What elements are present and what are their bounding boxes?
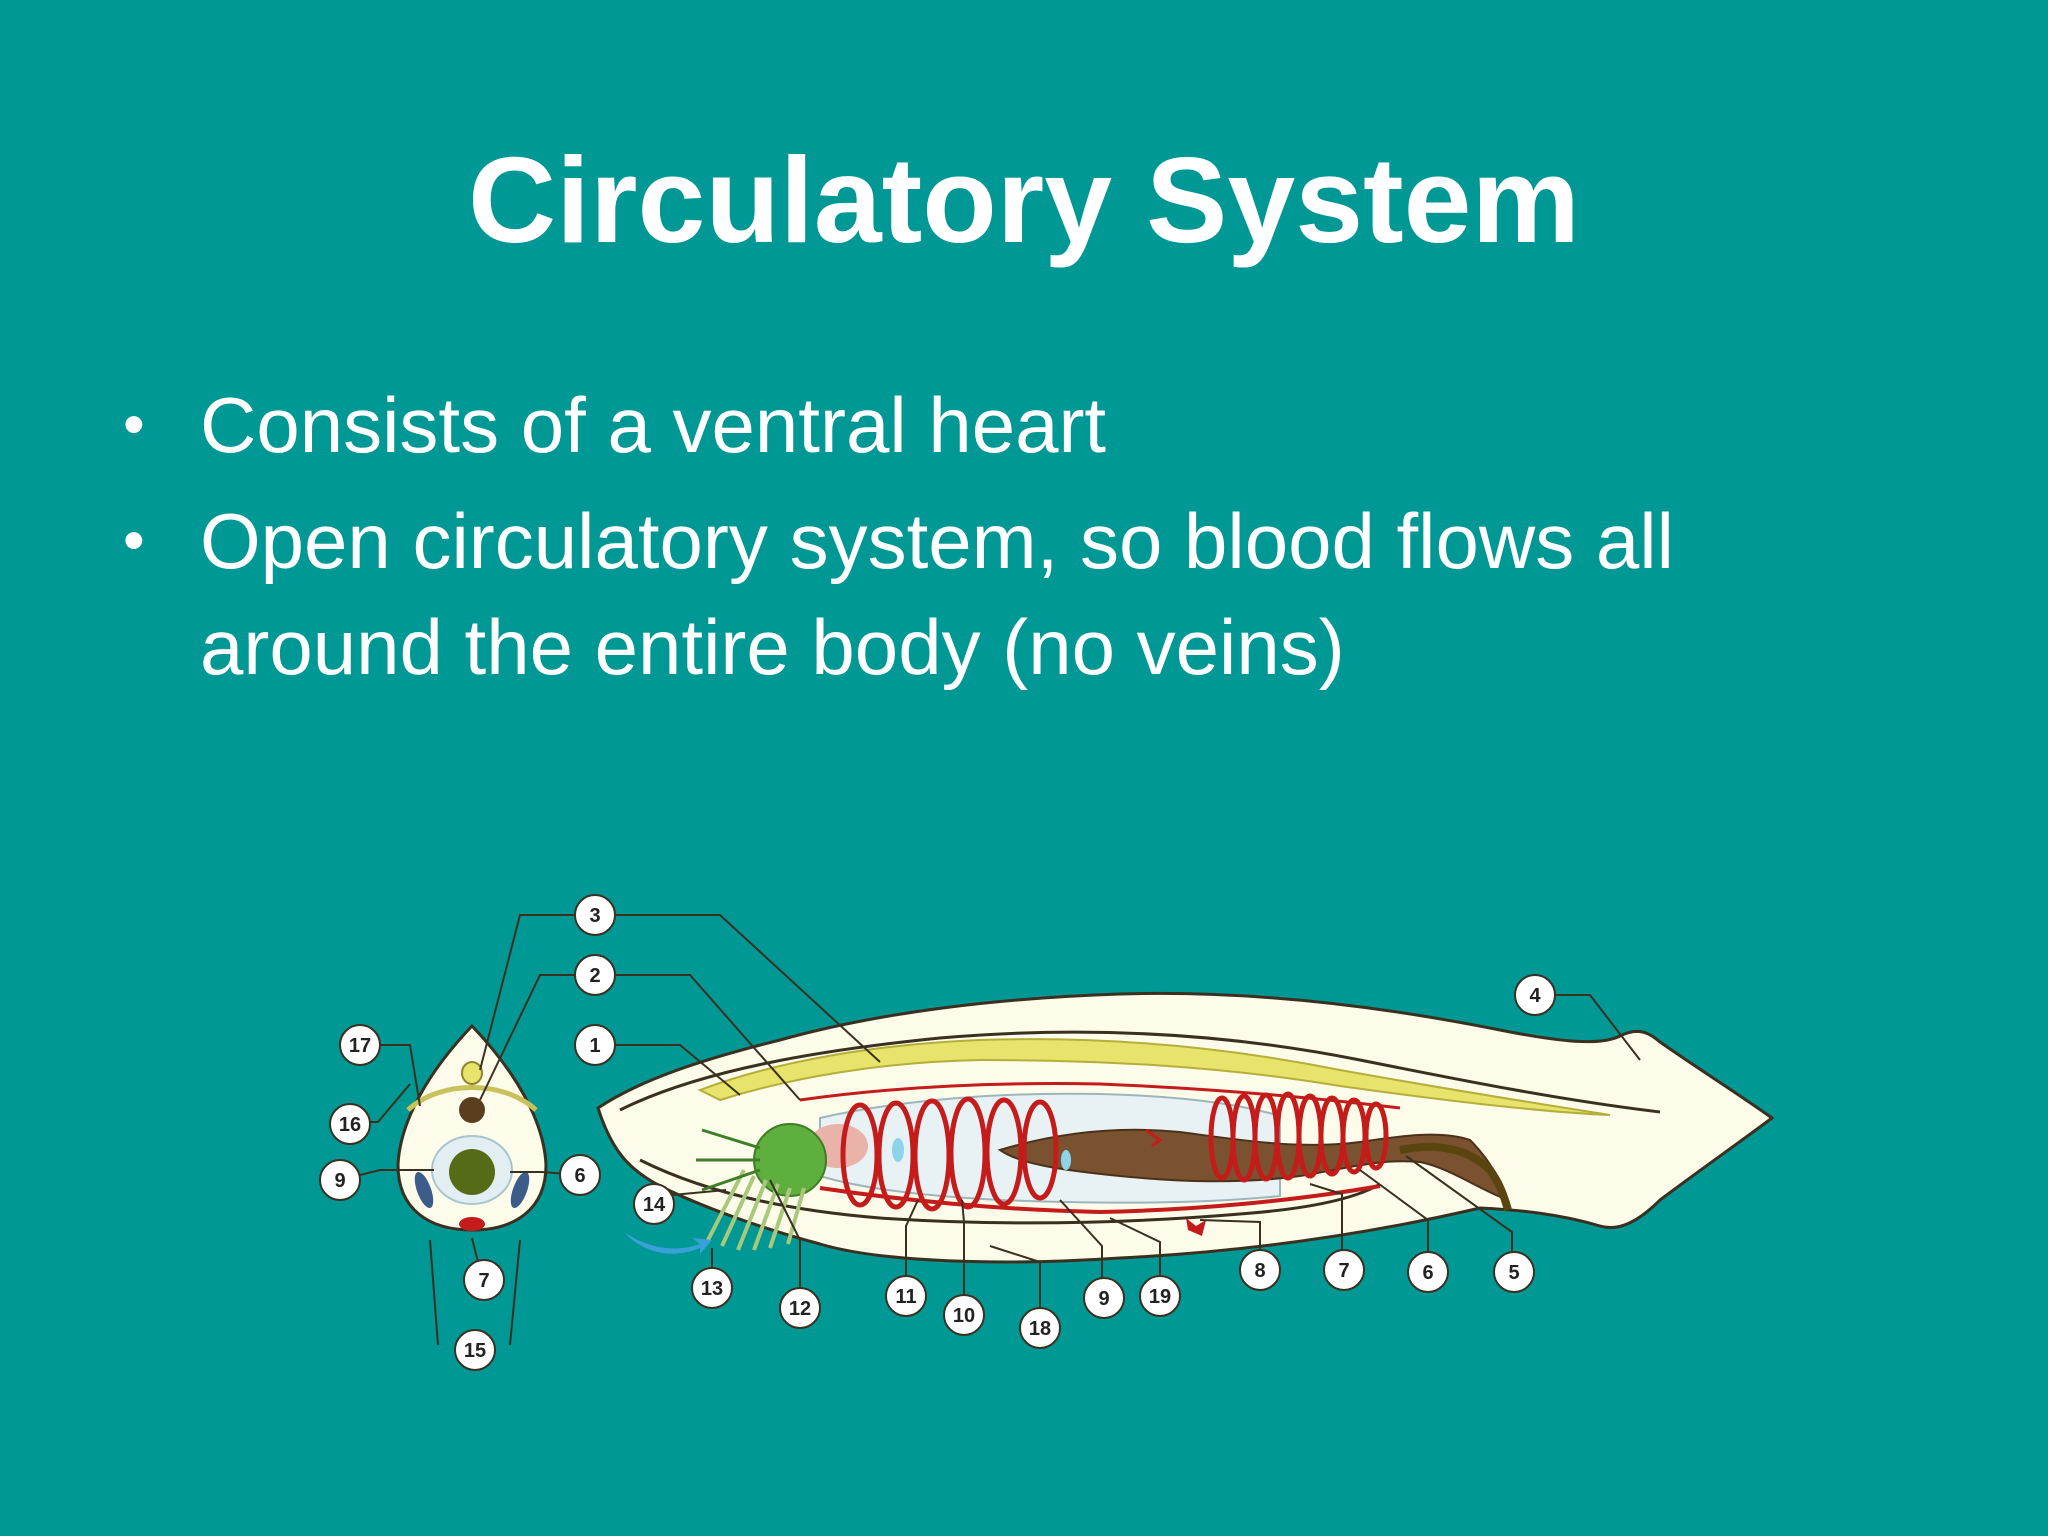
svg-text:11: 11 xyxy=(895,1286,916,1308)
gill-arch xyxy=(1021,1099,1059,1201)
svg-text:16: 16 xyxy=(339,1114,361,1136)
bullet-dot-icon: • xyxy=(123,390,145,459)
svg-text:3: 3 xyxy=(589,905,600,927)
svg-text:2: 2 xyxy=(589,965,600,987)
label-9-cross: 9 xyxy=(319,1159,361,1201)
label-14: 14 xyxy=(633,1183,675,1225)
notochord-band xyxy=(697,1038,1611,1116)
label-8: 8 xyxy=(1239,1249,1281,1291)
label-6: 6 xyxy=(1407,1251,1449,1293)
svg-text:19: 19 xyxy=(1149,1286,1171,1308)
svg-text:6: 6 xyxy=(1422,1262,1433,1284)
label-12: 12 xyxy=(779,1287,821,1329)
cross-section-arc xyxy=(406,1085,538,1112)
bullet-dot-icon: • xyxy=(123,506,145,575)
svg-text:15: 15 xyxy=(464,1340,486,1362)
svg-text:18: 18 xyxy=(1029,1318,1051,1340)
slide-title: Circulatory System xyxy=(468,132,1580,268)
svg-text:12: 12 xyxy=(789,1298,811,1320)
lancelet-body xyxy=(596,991,1775,1264)
label-17: 17 xyxy=(339,1024,381,1066)
label-4: 4 xyxy=(1514,974,1556,1016)
label-16: 16 xyxy=(329,1103,371,1145)
bullet-text: Consists of a ventral heart xyxy=(200,381,1107,469)
svg-text:9: 9 xyxy=(1098,1288,1109,1310)
svg-text:1: 1 xyxy=(589,1035,600,1057)
label-7: 7 xyxy=(1323,1249,1365,1291)
label-15: 15 xyxy=(454,1329,496,1371)
label-18: 18 xyxy=(1019,1307,1061,1349)
anus-arrow-icon xyxy=(1145,1128,1163,1148)
bullet-list: • Consists of a ventral heart • Open cir… xyxy=(120,372,1820,710)
gill-slit xyxy=(892,1138,904,1162)
cross-section-gonad-right xyxy=(510,1171,530,1209)
atriopore-arrow-icon xyxy=(1186,1218,1206,1236)
svg-text:10: 10 xyxy=(953,1305,975,1327)
svg-text:13: 13 xyxy=(701,1278,723,1300)
posterior-coils xyxy=(1208,1091,1389,1183)
cross-section-vessel xyxy=(459,1217,485,1231)
cross-section-notochord xyxy=(459,1097,485,1123)
gill-arches xyxy=(840,1096,1059,1212)
gut-tail xyxy=(1399,1142,1512,1212)
svg-text:9: 9 xyxy=(334,1170,345,1192)
cross-section-nerve-cord xyxy=(461,1061,483,1085)
lancelet-anatomy-diagram: 3 2 1 4 17 16 xyxy=(319,894,1775,1371)
svg-text:14: 14 xyxy=(643,1194,666,1216)
label-2: 2 xyxy=(574,954,616,996)
label-9: 9 xyxy=(1083,1277,1125,1319)
label-5: 5 xyxy=(1493,1251,1535,1293)
cross-section-gonad-left xyxy=(414,1171,434,1209)
water-inflow-arrow-icon xyxy=(624,1232,712,1254)
bullet-item: • Consists of a ventral heart xyxy=(120,372,1820,478)
svg-text:7: 7 xyxy=(478,1270,489,1292)
label-1: 1 xyxy=(574,1024,616,1066)
coil xyxy=(1363,1101,1389,1171)
svg-text:6: 6 xyxy=(574,1165,585,1187)
svg-text:4: 4 xyxy=(1529,985,1541,1007)
label-11: 11 xyxy=(885,1275,927,1317)
label-10: 10 xyxy=(943,1294,985,1336)
ventral-vessel xyxy=(819,1184,1381,1215)
bullet-text: Open circulatory system, so blood flows … xyxy=(200,497,1674,691)
cross-section xyxy=(396,1023,548,1232)
svg-text:5: 5 xyxy=(1508,1262,1519,1284)
bullet-item: • Open circulatory system, so blood flow… xyxy=(120,488,1820,700)
gill-slits xyxy=(892,1138,1071,1170)
label-6-cross: 6 xyxy=(559,1154,601,1196)
svg-text:7: 7 xyxy=(1338,1260,1349,1282)
label-13: 13 xyxy=(691,1267,733,1309)
label-7-cross: 7 xyxy=(463,1259,505,1301)
gill-slit xyxy=(1061,1150,1071,1170)
svg-text:17: 17 xyxy=(349,1035,371,1057)
cross-section-gut xyxy=(449,1149,495,1195)
buccal-tentacles xyxy=(696,1128,761,1192)
label-19: 19 xyxy=(1139,1275,1181,1317)
oral-cirri xyxy=(706,1169,806,1251)
gill-arch xyxy=(984,1097,1024,1207)
number-labels: 3 2 1 4 17 16 xyxy=(319,894,1556,1371)
label-3: 3 xyxy=(574,894,616,936)
svg-text:8: 8 xyxy=(1254,1260,1265,1282)
